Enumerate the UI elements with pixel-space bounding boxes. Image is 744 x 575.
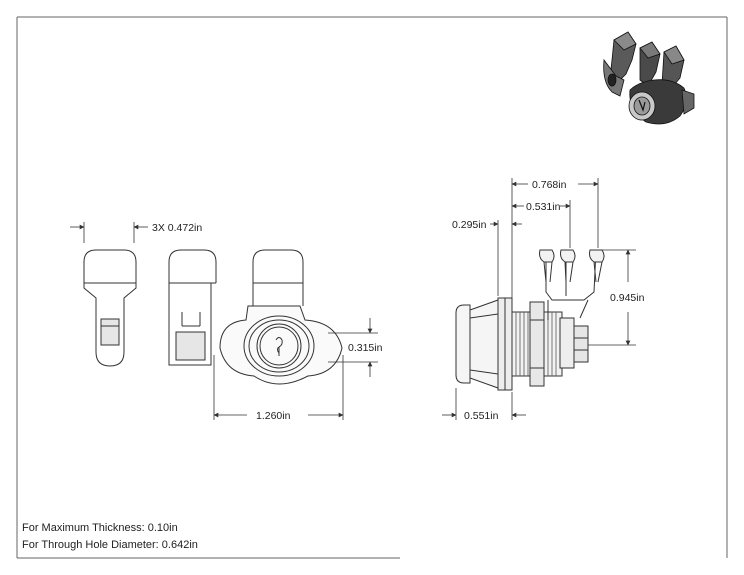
cam-position-2: [168, 249, 217, 366]
side-view: [455, 249, 605, 391]
dim-body-width: 1.260in: [256, 410, 291, 422]
dim-cam-offset: 0.531in: [526, 201, 561, 213]
dimension-lines: [70, 178, 636, 420]
dim-body-depth: 0.551in: [464, 410, 499, 422]
note-max-thickness: For Maximum Thickness: 0.10in: [22, 522, 178, 534]
dim-key-height: 0.315in: [348, 342, 383, 354]
dim-overall-depth: 0.768in: [532, 179, 567, 191]
cam-position-3: [252, 249, 304, 306]
drawing-border: [16, 16, 728, 559]
dim-cam-height: 0.945in: [610, 292, 645, 304]
isometric-render: [603, 31, 695, 125]
cam-position-1: [83, 249, 137, 367]
front-view: [83, 249, 343, 385]
lock-body-front: [219, 305, 343, 385]
dim-nut-offset: 0.295in: [452, 219, 487, 231]
dim-cam-spacing: 3X 0.472in: [152, 222, 202, 234]
note-through-hole: For Through Hole Diameter: 0.642in: [22, 539, 198, 551]
